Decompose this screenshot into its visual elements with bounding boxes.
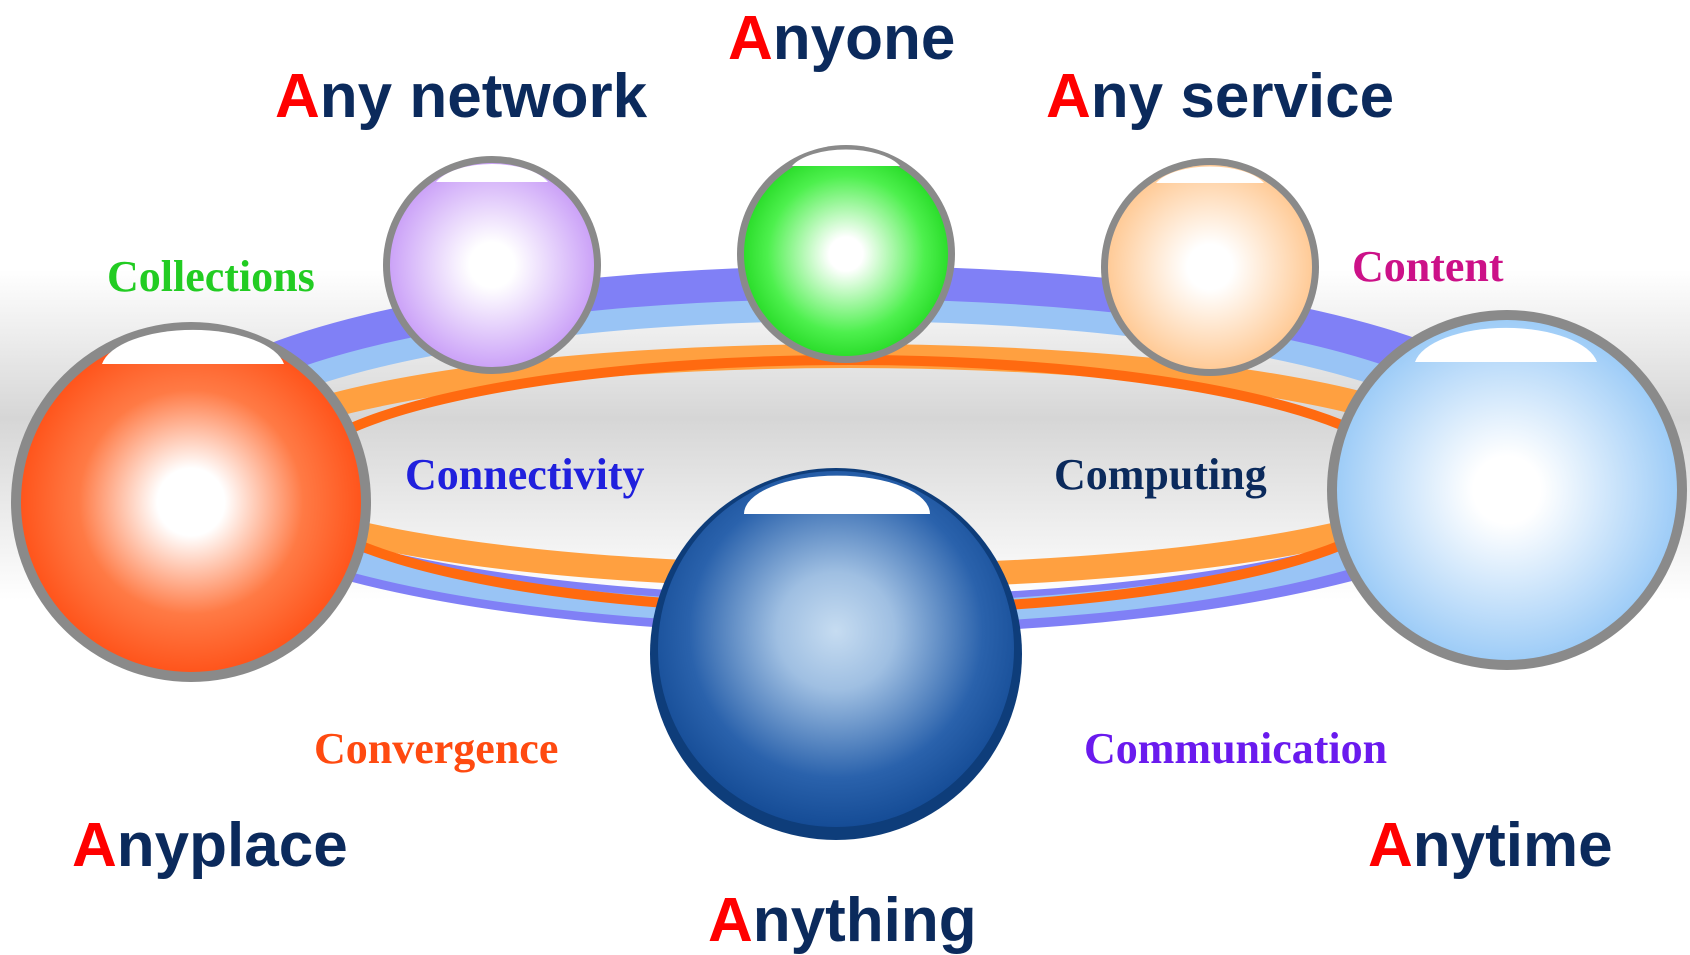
label-collections: Collections bbox=[107, 252, 315, 301]
label-communication: Communication bbox=[1084, 724, 1388, 773]
label-content: Content bbox=[1352, 242, 1504, 291]
sphere-green bbox=[737, 145, 955, 363]
label-any-service: Any service bbox=[1046, 62, 1395, 131]
label-anyplace: Anyplace bbox=[72, 811, 348, 880]
label-convergence: Convergence bbox=[314, 724, 559, 773]
sphere-red bbox=[11, 322, 371, 682]
label-any-network: Any network bbox=[275, 62, 648, 131]
label-anything: Anything bbox=[708, 886, 977, 955]
sphere-dark-blue bbox=[650, 468, 1022, 840]
label-computing: Computing bbox=[1054, 450, 1267, 499]
sphere-violet bbox=[383, 156, 601, 374]
label-anytime: Anytime bbox=[1368, 811, 1613, 880]
sphere-peach bbox=[1101, 158, 1319, 376]
sphere-light-blue bbox=[1327, 310, 1687, 670]
label-connectivity: Connectivity bbox=[405, 450, 645, 499]
label-anyone: Anyone bbox=[728, 4, 956, 73]
